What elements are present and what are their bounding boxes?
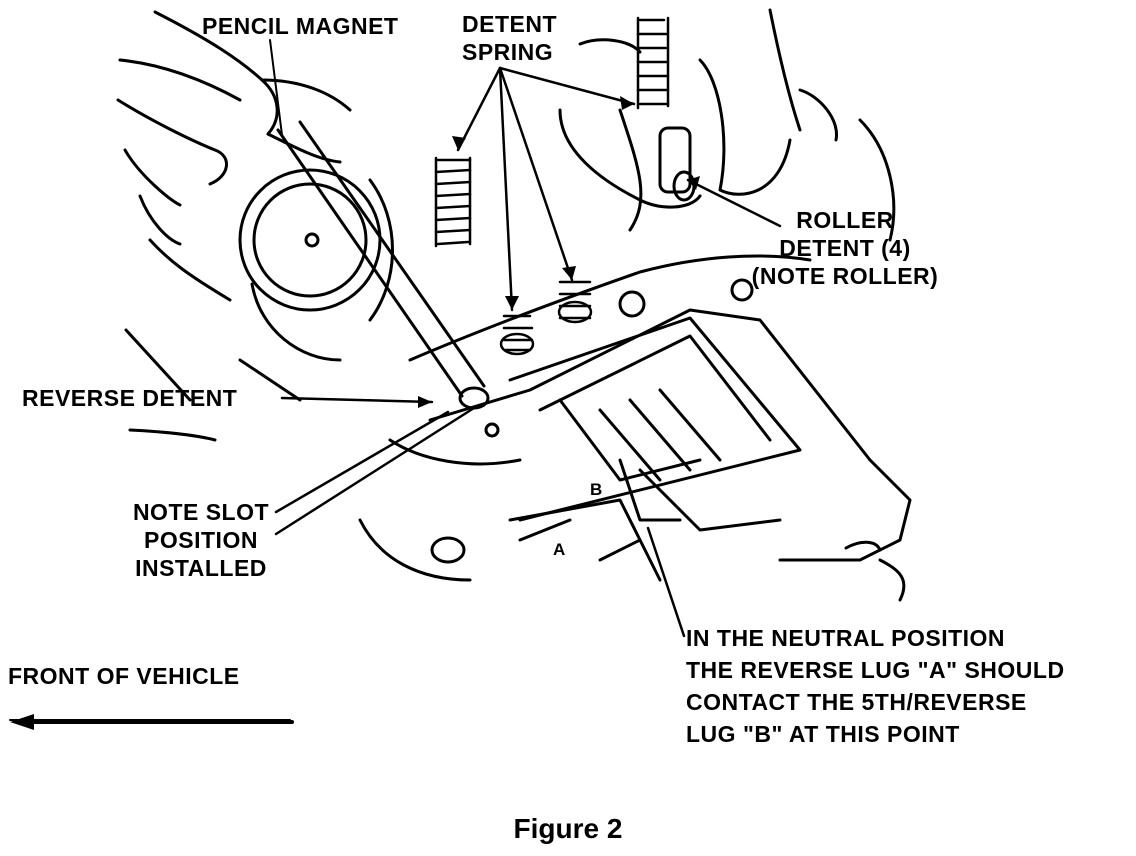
label-lug-b: B: [590, 480, 603, 499]
leader-lines: [274, 66, 782, 638]
label-detent-spring: DETENT SPRING: [462, 11, 557, 65]
label-pencil-magnet: PENCIL MAGNET: [202, 13, 399, 39]
label-roller-detent: ROLLER DETENT (4) (NOTE ROLLER): [751, 207, 939, 289]
left-hand-drawing: [116, 10, 352, 302]
label-front-of-vehicle: FRONT OF VEHICLE: [8, 663, 240, 689]
right-hand-drawing: [558, 8, 896, 242]
label-lug-a: A: [553, 540, 566, 559]
label-neutral-note: IN THE NEUTRAL POSITION THE REVERSE LUG …: [686, 625, 1065, 747]
detent-springs-drawing: [434, 16, 670, 356]
label-reverse-detent: REVERSE DETENT: [22, 385, 238, 411]
label-note-slot: NOTE SLOT POSITION INSTALLED: [132, 499, 270, 581]
figure-caption: Figure 2: [513, 813, 623, 844]
arrowheads: [418, 96, 700, 408]
transmission-case-drawing: [9, 254, 912, 721]
front-arrow: [10, 714, 294, 730]
detent-cover-drawing: [238, 168, 394, 362]
